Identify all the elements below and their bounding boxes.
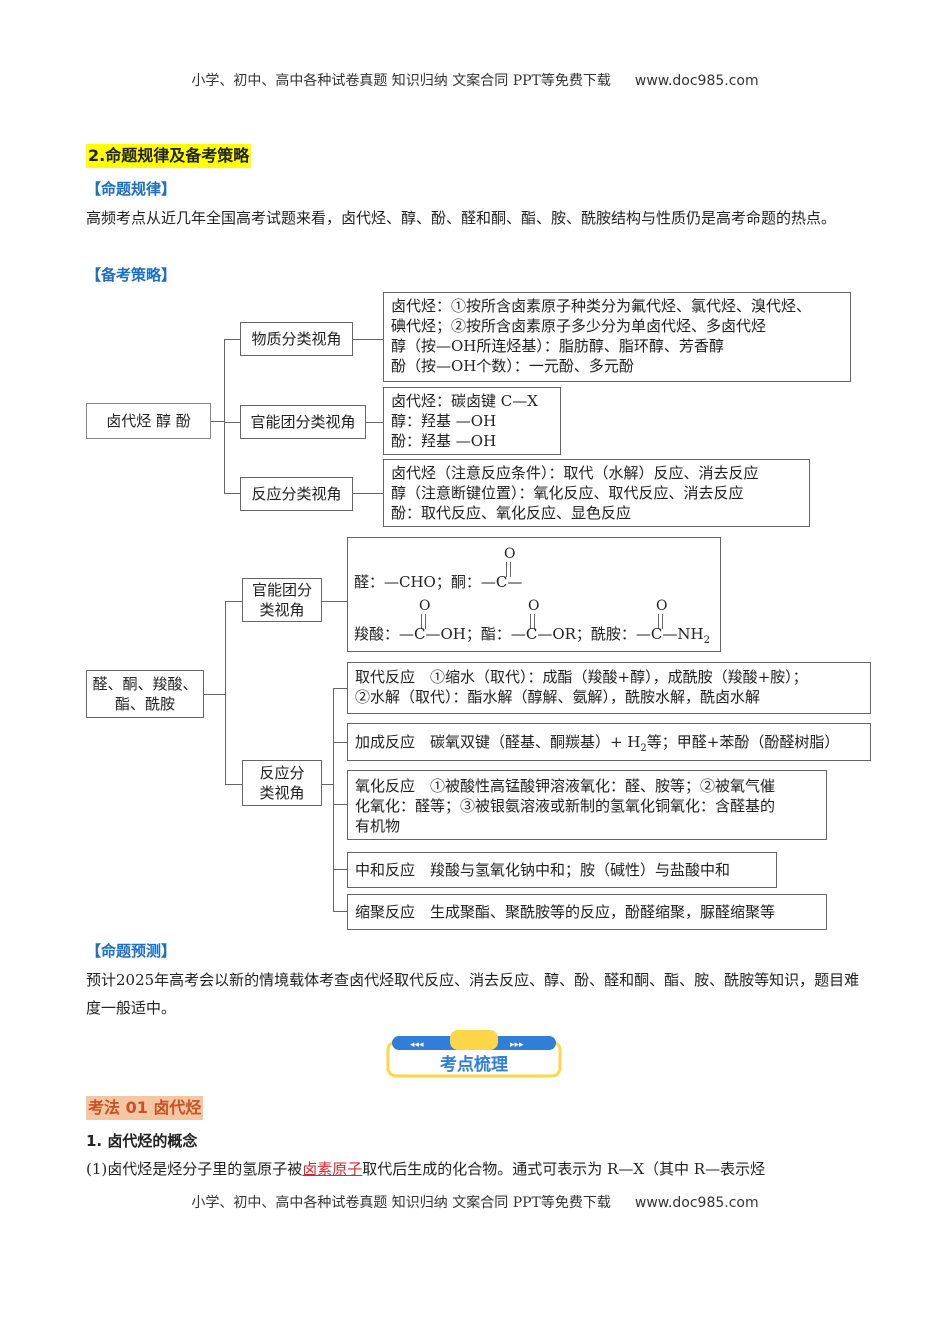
box-line: 取代反应 ①缩水（取代）：成酯（羧酸+醇），成酰胺（羧酸+胺）； bbox=[355, 668, 808, 686]
amide-oxygen: O bbox=[656, 598, 668, 614]
page-header: 小学、初中、高中各种试卷真题 知识归纳 文案合同 PPT等免费下载 www.doc… bbox=[0, 70, 950, 90]
tree1-branch3-label: 反应分类视角 bbox=[240, 477, 353, 511]
box-line: 化氧化：醛等；③被银氨溶液或新制的氢氧化铜氧化：含醛基的 bbox=[355, 797, 776, 815]
banner-text: 考点梳理 bbox=[440, 1055, 508, 1075]
box-line: 醇：羟基 —OH bbox=[391, 412, 497, 430]
predict-text: 预计2025年高考会以新的情境载体考查卤代烃取代反应、消去反应、醇、酚、醛和酮、… bbox=[86, 971, 860, 1017]
tree1-branch3-box: 卤代烃（注意反应条件）：取代（水解）反应、消去反应 醇（注意断键位置）：氧化反应… bbox=[383, 459, 810, 527]
label-line: 官能团分 bbox=[251, 581, 312, 599]
rule-text: 高频考点从近几年全国高考试题来看，卤代烃、醇、酚、醛和酮、酯、胺、酰胺结构与性质… bbox=[86, 209, 837, 227]
footer-site[interactable]: www.doc985.com bbox=[634, 1195, 759, 1211]
concept-text: (1)卤代烃是烃分子里的氢原子被卤素原子取代后生成的化合物。通式可表示为 R—X… bbox=[86, 1160, 766, 1178]
label-line: 反应分 bbox=[259, 764, 305, 782]
ketone-oxygen: O bbox=[504, 546, 516, 562]
reaction-polycondensation-box: 缩聚反应 生成聚酯、聚酰胺等的反应，酚醛缩聚，脲醛缩聚等 bbox=[347, 894, 827, 930]
header-site[interactable]: www.doc985.com bbox=[634, 73, 759, 89]
box-line: 氧化反应 ①被酸性高锰酸钾溶液氧化：醛、胺等；②被氧气催 bbox=[355, 777, 776, 795]
box-line: 缩聚反应 生成聚酯、聚酰胺等的反应，酚醛缩聚，脲醛缩聚等 bbox=[355, 903, 776, 921]
aldehyde-ketone-groups: 醛：—CHO；酮：—C— bbox=[354, 573, 523, 591]
predict-heading: 【命题预测】 bbox=[86, 942, 177, 960]
tree1-root: 卤代烃 醇 酚 bbox=[86, 403, 211, 439]
svg-text:▸▸▸: ▸▸▸ bbox=[510, 1040, 524, 1050]
footer-text: 小学、初中、高中各种试卷真题 知识归纳 文案合同 PPT等免费下载 bbox=[191, 1195, 611, 1211]
box-line: 有机物 bbox=[355, 817, 401, 835]
page-footer: 小学、初中、高中各种试卷真题 知识归纳 文案合同 PPT等免费下载 www.doc… bbox=[0, 1192, 950, 1212]
tree2-branch2-label: 反应分 类视角 bbox=[242, 760, 322, 806]
acid-ester-amide-groups: 羧酸：—C—OH；酯：—C—OR；酰胺：—C—NH2 bbox=[354, 625, 710, 646]
header-text: 小学、初中、高中各种试卷真题 知识归纳 文案合同 PPT等免费下载 bbox=[191, 73, 611, 89]
box-line: 碘代烃；②按所含卤素原子多少分为单卤代烃、多卤代烃 bbox=[391, 317, 767, 335]
tree1-branch2-box: 卤代烃：碳卤键 C—X 醇：羟基 —OH 酚：羟基 —OH bbox=[383, 387, 561, 455]
concept-heading: 1. 卤代烃的概念 bbox=[86, 1132, 198, 1150]
box-line: 醇（注意断键位置）：氧化反应、取代反应、消去反应 bbox=[391, 484, 744, 502]
kaofa-title: 考法 01 卤代烃 bbox=[86, 1096, 204, 1120]
box-line: 卤代烃：①按所含卤素原子种类分为氟代烃、氯代烃、溴代烃、 bbox=[391, 297, 812, 315]
root-line: 醛、酮、羧酸、 bbox=[92, 675, 198, 693]
box-line: 卤代烃（注意反应条件）：取代（水解）反应、消去反应 bbox=[391, 464, 759, 482]
reaction-addition-box: 加成反应 碳氧双键（醛基、酮羰基）+ H2等；甲醛+苯酚（酚醛树脂） bbox=[347, 723, 871, 761]
reaction-oxidation-box: 氧化反应 ①被酸性高锰酸钾溶液氧化：醛、胺等；②被氧气催 化氧化：醛等；③被银氨… bbox=[347, 770, 827, 840]
rule-heading: 【命题规律】 bbox=[86, 180, 177, 198]
root-line: 酯、酰胺 bbox=[114, 695, 175, 713]
tree2-branch1-label: 官能团分 类视角 bbox=[242, 578, 322, 622]
section-title: 2.命题规律及备考策略 bbox=[86, 144, 252, 168]
tree2-root: 醛、酮、羧酸、 酯、酰胺 bbox=[86, 670, 204, 718]
box-line: 卤代烃：碳卤键 C—X bbox=[391, 392, 538, 410]
ester-oxygen: O bbox=[528, 598, 540, 614]
functional-group-box: O 醛：—CHO；酮：—C— O O O 羧酸：—C—OH；酯：—C—OR；酰胺… bbox=[347, 537, 721, 652]
box-line: 醇（按—OH所连烃基）：脂肪醇、脂环醇、芳香醇 bbox=[391, 337, 724, 355]
tree1-branch1-box: 卤代烃：①按所含卤素原子种类分为氟代烃、氯代烃、溴代烃、 碘代烃；②按所含卤素原… bbox=[383, 292, 851, 382]
box-line: 中和反应 羧酸与氢氧化钠中和；胺（碱性）与盐酸中和 bbox=[355, 861, 731, 879]
label-line: 类视角 bbox=[259, 601, 305, 619]
svg-text:◂◂◂: ◂◂◂ bbox=[410, 1040, 424, 1050]
box-line: ②水解（取代）：酯水解（醇解、氨解），酰胺水解，酰卤水解 bbox=[355, 688, 761, 706]
label-line: 类视角 bbox=[259, 784, 305, 802]
box-line: 酚：羟基 —OH bbox=[391, 432, 497, 450]
highlight-term: 卤素原子 bbox=[302, 1160, 363, 1178]
box-line: 酚：取代反应、氧化反应、显色反应 bbox=[391, 504, 632, 522]
reaction-substitution-box: 取代反应 ①缩水（取代）：成酯（羧酸+醇），成酰胺（羧酸+胺）； ②水解（取代）… bbox=[347, 662, 871, 714]
strategy-heading: 【备考策略】 bbox=[86, 266, 177, 284]
kaodian-banner: ◂◂◂ ▸▸▸ 考点梳理 bbox=[386, 1030, 562, 1078]
reaction-neutralization-box: 中和反应 羧酸与氢氧化钠中和；胺（碱性）与盐酸中和 bbox=[347, 852, 777, 888]
acid-oxygen: O bbox=[419, 598, 431, 614]
box-line: 酚（按—OH个数）：一元酚、多元酚 bbox=[391, 357, 634, 375]
tree1-branch2-label: 官能团分类视角 bbox=[240, 405, 366, 439]
banner-graphic: ◂◂◂ ▸▸▸ bbox=[386, 1030, 562, 1078]
tree1-branch1-label: 物质分类视角 bbox=[240, 322, 353, 356]
